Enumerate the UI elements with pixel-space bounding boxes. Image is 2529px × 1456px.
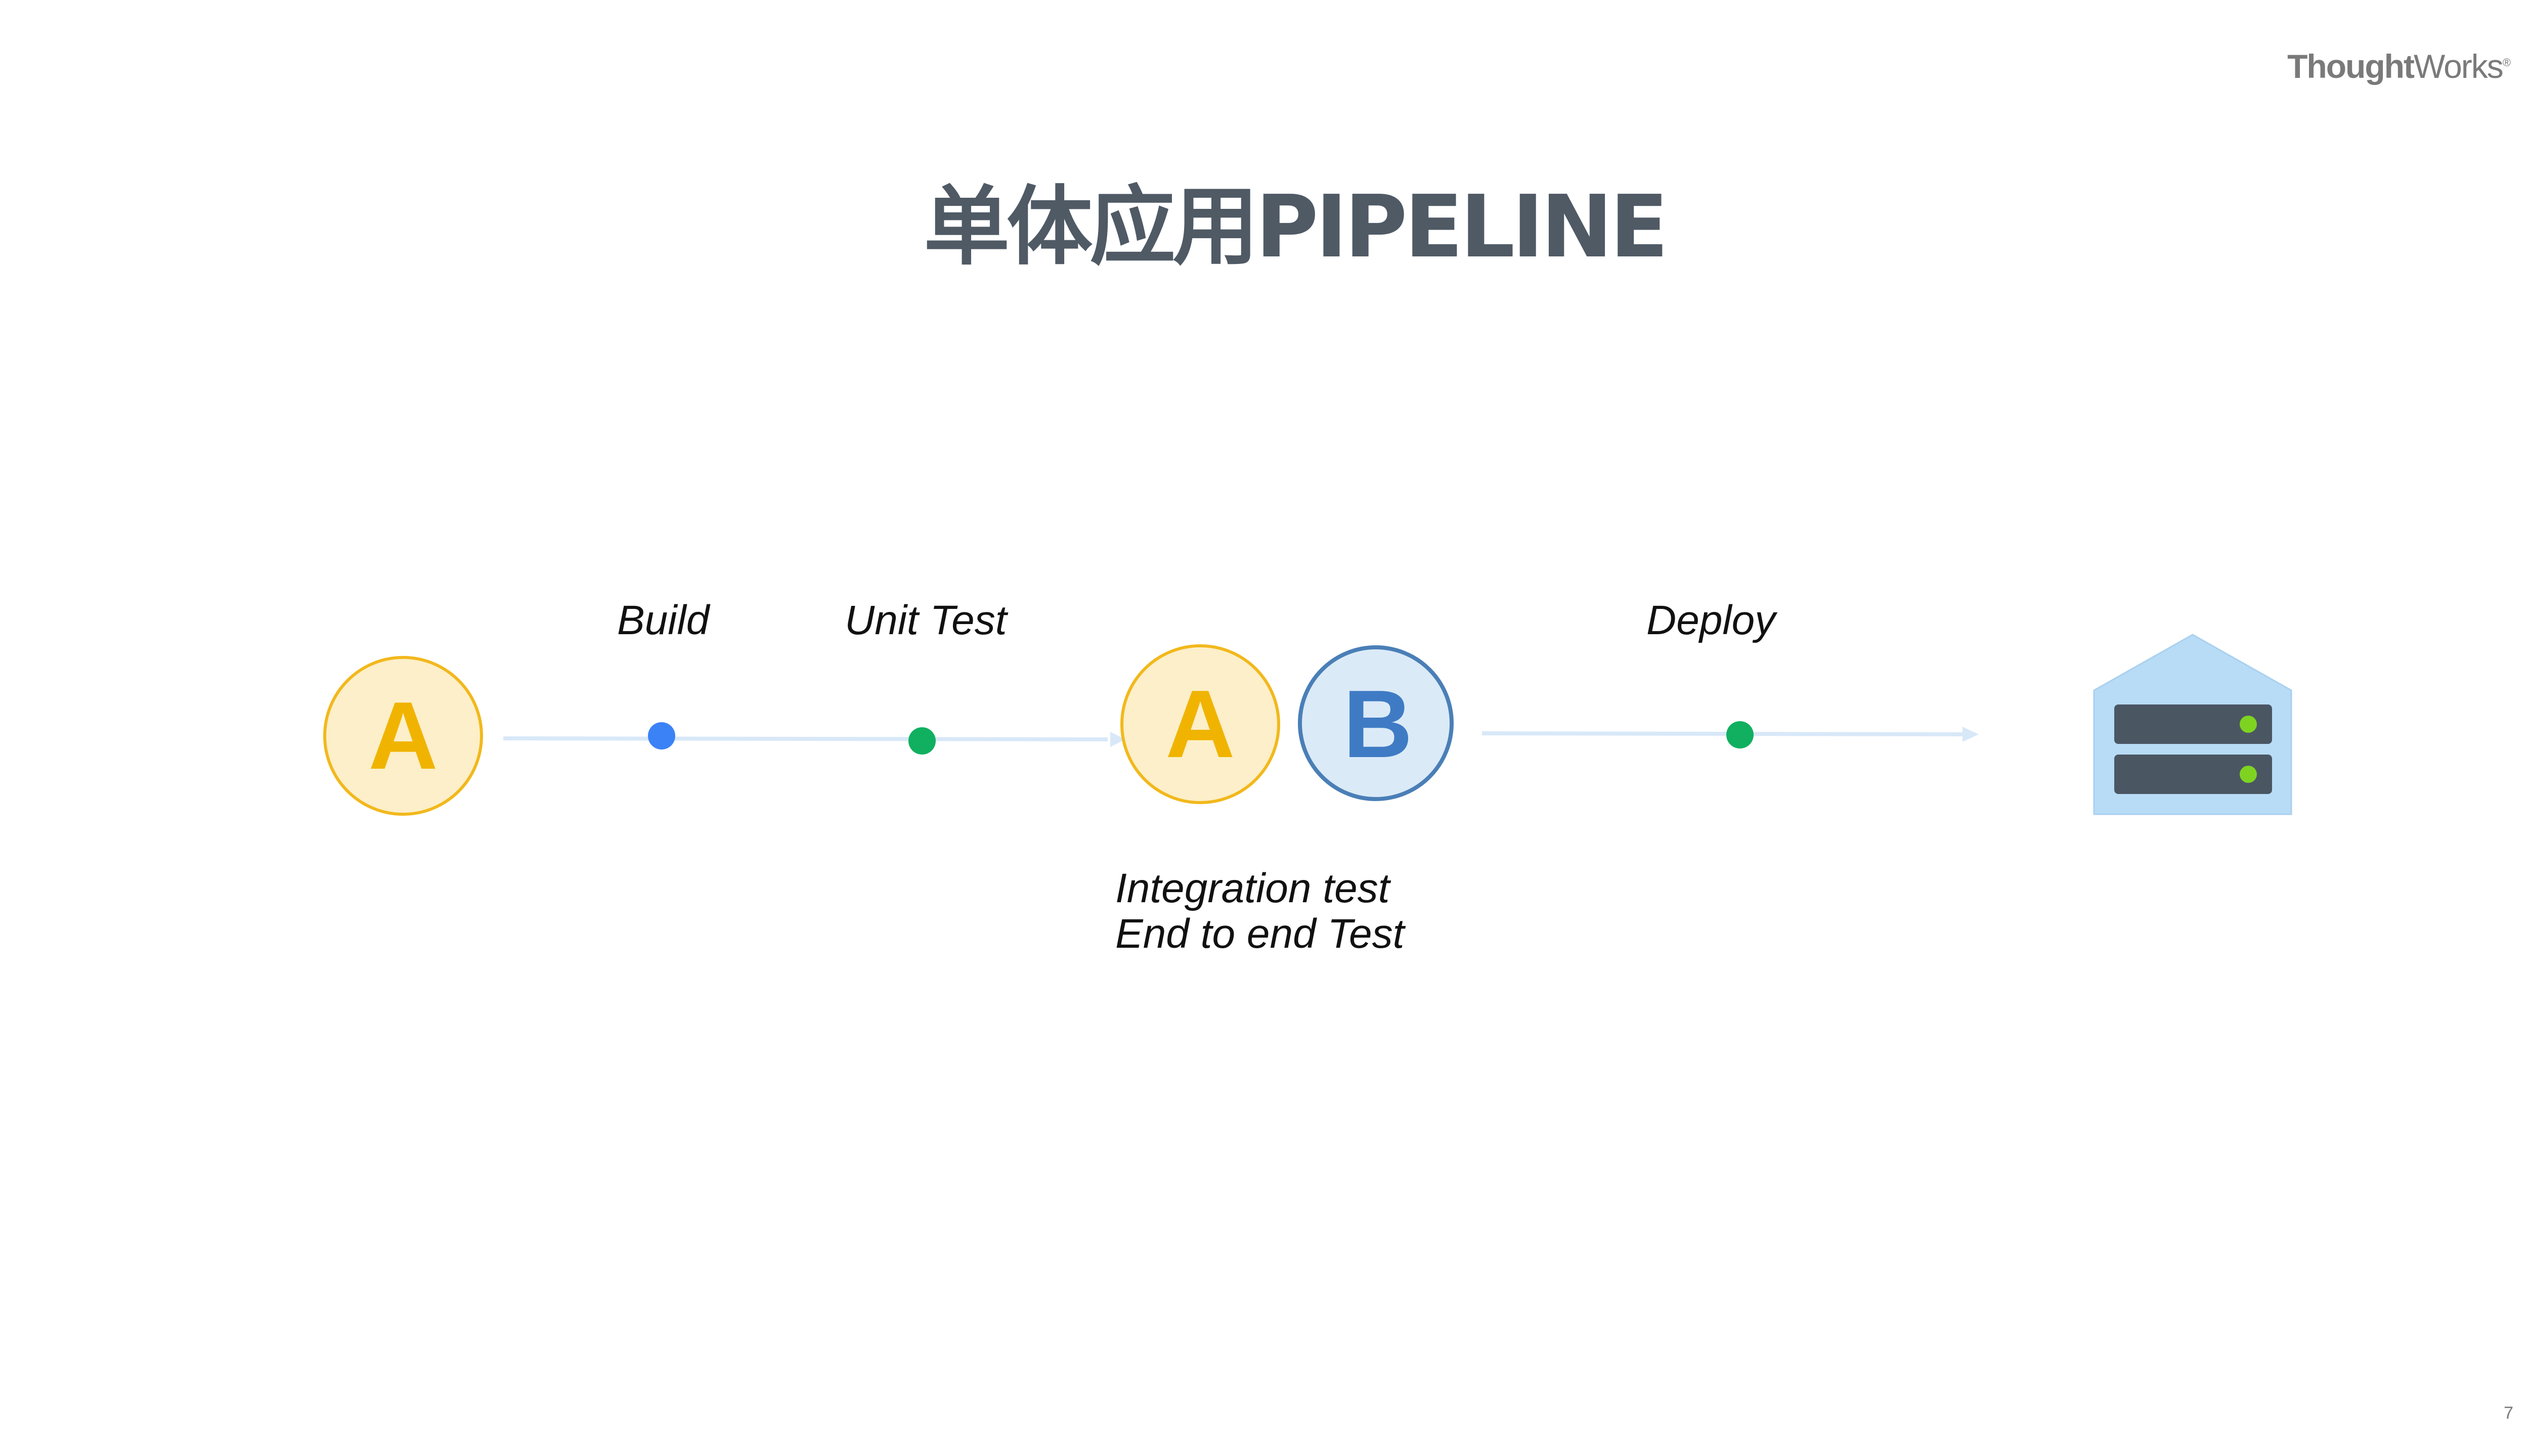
server-unit-bottom bbox=[2114, 755, 2272, 794]
logo-text-light: Works bbox=[2413, 48, 2504, 85]
connector-build-to-integration bbox=[503, 736, 1108, 741]
e2e-test-label: End to end Test bbox=[1115, 911, 1405, 957]
server-unit-top bbox=[2114, 704, 2272, 744]
logo-registered-mark: ® bbox=[2502, 56, 2511, 69]
service-b-node: B bbox=[1298, 645, 1454, 801]
service-a-node-integrated: A bbox=[1120, 644, 1280, 804]
integration-test-label: Integration test bbox=[1115, 865, 1390, 911]
build-label: Build bbox=[617, 597, 710, 643]
logo-text-bold: Thought bbox=[2287, 48, 2415, 85]
server-rack-icon bbox=[2093, 634, 2292, 815]
arrowhead-deploy bbox=[1963, 727, 1979, 742]
server-led-bottom bbox=[2240, 766, 2257, 783]
server-led-top bbox=[2240, 716, 2257, 733]
page-number: 7 bbox=[2504, 1403, 2513, 1423]
thoughtworks-logo: ThoughtWorks® bbox=[2287, 47, 2511, 85]
connector-deploy bbox=[1481, 731, 1963, 736]
deploy-dot bbox=[1726, 721, 1754, 748]
unit-test-label: Unit Test bbox=[845, 597, 1007, 643]
arrowhead-integration bbox=[1110, 732, 1125, 747]
service-a-letter: A bbox=[368, 682, 438, 789]
build-dot bbox=[648, 722, 675, 749]
service-b-letter: B bbox=[1343, 671, 1412, 778]
unit-test-dot bbox=[908, 727, 936, 755]
deploy-label: Deploy bbox=[1646, 597, 1776, 643]
service-a-letter-integrated: A bbox=[1165, 671, 1235, 778]
service-a-node-source: A bbox=[323, 656, 483, 816]
slide-title: 单体应用PIPELINE bbox=[924, 177, 1669, 277]
